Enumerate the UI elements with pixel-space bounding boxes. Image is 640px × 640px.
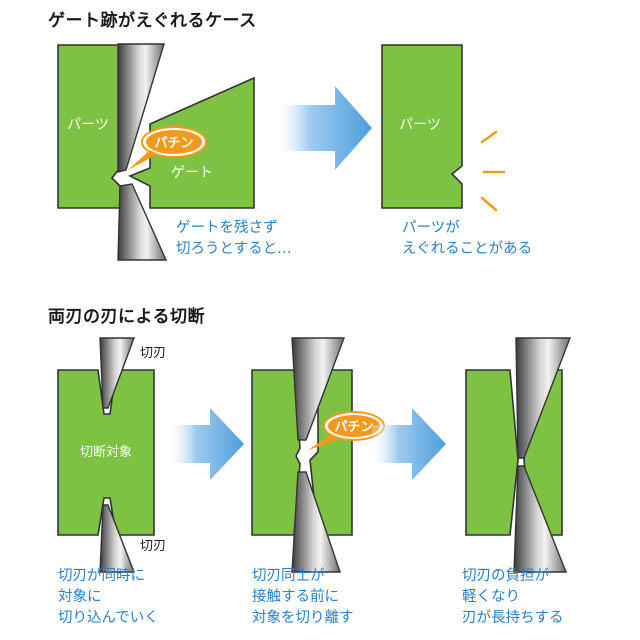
dash-top — [480, 130, 498, 144]
blade-top-b — [291, 337, 346, 441]
blade-bottom-b — [291, 471, 341, 573]
arrow-s2b — [372, 408, 446, 480]
caption-s2-3: 切刃の負担が 軽くなり 刃が長持ちする — [462, 568, 564, 626]
arrow-s1 — [276, 86, 372, 170]
caption-s1-right: パーツが えぐれることがある — [402, 220, 533, 257]
target-block-c-left — [465, 369, 519, 536]
section1-title: ゲート跡がえぐれるケース — [48, 11, 257, 31]
dash-bottom — [480, 196, 498, 212]
section2-title: 両刃の刃による切断 — [48, 307, 205, 327]
blade-label-top: 切刃 — [140, 346, 166, 361]
parts-label-left: パーツ — [67, 117, 109, 133]
blade-label-bottom: 切刃 — [140, 539, 166, 554]
arrow-s2a — [170, 408, 244, 480]
snap-label-s2: パチン — [334, 420, 373, 435]
target-block-b — [251, 369, 301, 536]
target-block-a — [57, 369, 155, 536]
caption-s1-left: ゲートを残さず 切ろうとすると… — [176, 220, 292, 257]
caption-s2-2: 切刃同士が 接触する前に 対象を切り離す — [252, 568, 354, 626]
gate-label: ゲート — [171, 165, 213, 181]
snap-bubble-tail-s1 — [128, 150, 158, 170]
blade-bottom-a — [99, 504, 136, 573]
parts-label-right: パーツ — [399, 117, 441, 133]
blade-bottom-s1 — [117, 183, 168, 261]
blade-top-c — [515, 337, 572, 459]
blade-top-a — [99, 337, 136, 409]
caption-s2-1: 切刃が同時に 対象に 切り込んでいく — [58, 568, 159, 626]
snap-label-s1: パチン — [154, 136, 193, 151]
target-label: 切断対象 — [80, 445, 132, 460]
snap-bubble-tail-s2 — [308, 434, 338, 450]
blade-bottom-c — [513, 465, 568, 573]
part-block-right — [381, 44, 463, 209]
blade-top-s1 — [117, 43, 165, 173]
